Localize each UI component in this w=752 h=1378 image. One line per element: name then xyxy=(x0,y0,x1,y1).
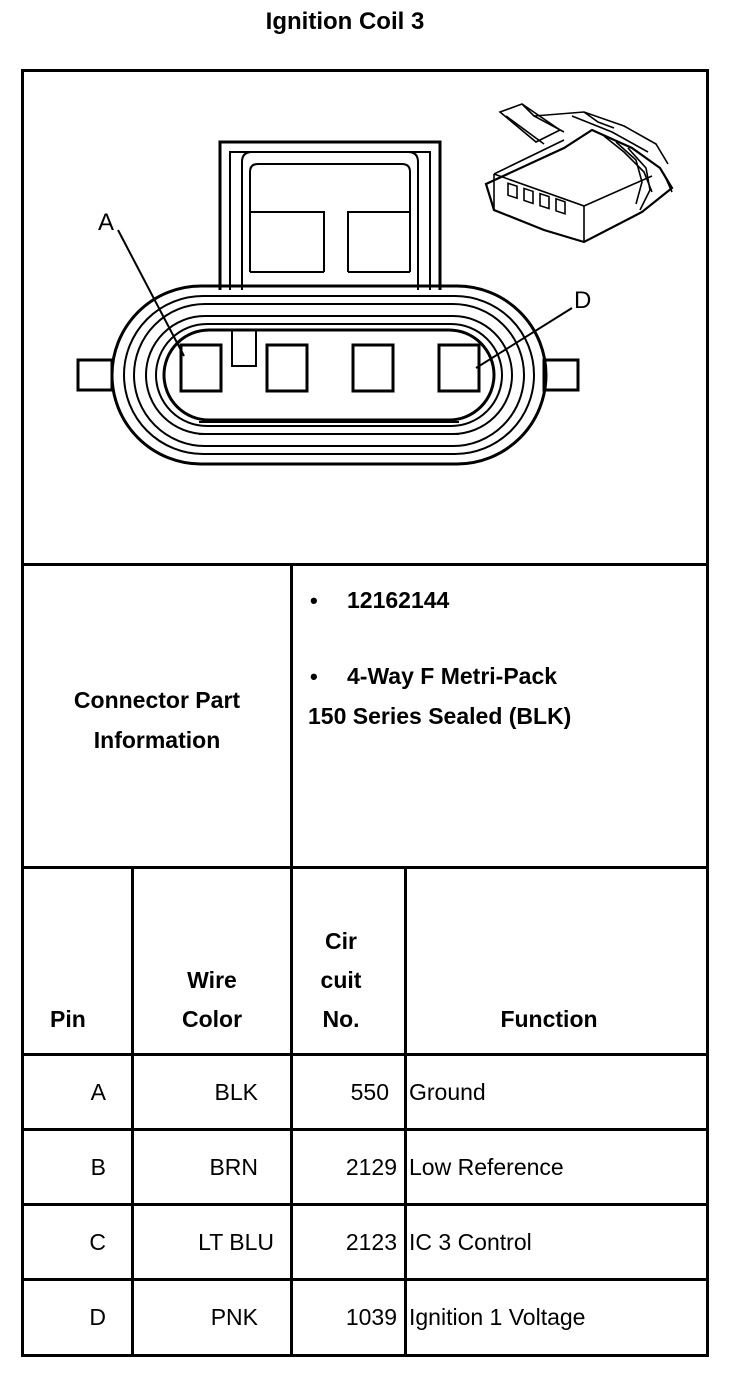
pin-cavity-a xyxy=(179,343,223,393)
col-divider-circuit xyxy=(404,866,407,1357)
pin-cavity-b xyxy=(265,343,309,393)
page-title: Ignition Coil 3 xyxy=(265,8,425,35)
row-function: Ground xyxy=(409,1079,486,1105)
pin-label-a: A xyxy=(98,209,114,236)
row-a-bottom-border xyxy=(21,1128,709,1131)
header-function: Function xyxy=(500,1006,598,1032)
row-pin: A xyxy=(90,1079,106,1105)
frame-top-border xyxy=(21,69,709,72)
info-bottom-border xyxy=(21,866,709,869)
pin-label-d: D xyxy=(574,287,591,314)
connector-diagram: A D xyxy=(76,103,674,466)
connector-info-label: Connector Part Information xyxy=(23,680,291,760)
info-divider xyxy=(290,563,293,869)
connector-body-outer xyxy=(110,284,548,466)
header-circuit-no: Cir cuit No. xyxy=(293,922,389,1039)
pin-cavity-d xyxy=(437,343,481,393)
row-function: Low Reference xyxy=(409,1154,564,1180)
row-pin: B xyxy=(90,1154,106,1180)
right-mounting-tab xyxy=(542,358,580,392)
connector-3d-illustration xyxy=(484,103,674,244)
header-circuit-line2: cuit xyxy=(320,967,362,993)
header-wire-line2: Color xyxy=(181,1006,243,1032)
row-c-bottom-border xyxy=(21,1278,709,1281)
row-b-bottom-border xyxy=(21,1203,709,1206)
col-divider-pin xyxy=(131,866,134,1357)
connector-face xyxy=(162,328,496,422)
pin-a-leader-line xyxy=(117,229,185,357)
connector-info-label-line2: Information xyxy=(93,727,221,753)
header-bottom-border xyxy=(21,1053,709,1056)
header-circuit-line1: Cir xyxy=(325,928,357,954)
part-description-line1: 4-Way F Metri-Pack xyxy=(347,663,558,689)
row-wire-color: LT BLU xyxy=(198,1229,274,1255)
left-mounting-tab xyxy=(76,358,114,392)
row-wire-color: PNK xyxy=(210,1304,258,1330)
row-circuit: 2123 xyxy=(345,1229,397,1255)
connector-key xyxy=(231,329,257,367)
connector-latch xyxy=(218,140,442,290)
header-pin: Pin xyxy=(50,1006,86,1032)
row-circuit: 2129 xyxy=(345,1154,397,1180)
bullet-description: • xyxy=(310,664,318,689)
header-wire-line1: Wire xyxy=(187,967,237,993)
frame-left-border xyxy=(21,69,24,1357)
row-circuit: 550 xyxy=(350,1079,389,1105)
row-pin: C xyxy=(89,1229,106,1255)
row-pin: D xyxy=(89,1304,106,1330)
latch-window xyxy=(249,163,411,272)
header-wire-color: Wire Color xyxy=(134,961,290,1039)
row-function: Ignition 1 Voltage xyxy=(409,1304,586,1330)
pin-cavity-c xyxy=(351,343,395,393)
row-circuit: 1039 xyxy=(345,1304,397,1330)
pin-d-leader-line xyxy=(475,307,573,369)
row-wire-color: BLK xyxy=(214,1079,258,1105)
row-function: IC 3 Control xyxy=(409,1229,532,1255)
row-wire-color: BRN xyxy=(209,1154,258,1180)
bullet-part-number: • xyxy=(310,588,318,613)
diagram-bottom-border xyxy=(21,563,709,566)
header-circuit-line3: No. xyxy=(322,1006,360,1032)
col-divider-color xyxy=(290,866,293,1357)
part-number: 12162144 xyxy=(347,587,450,613)
frame-right-border xyxy=(706,69,709,1357)
frame-bottom-border xyxy=(21,1354,709,1357)
part-description-line2: 150 Series Sealed (BLK) xyxy=(308,703,572,729)
connector-info-label-line1: Connector Part xyxy=(73,687,241,713)
